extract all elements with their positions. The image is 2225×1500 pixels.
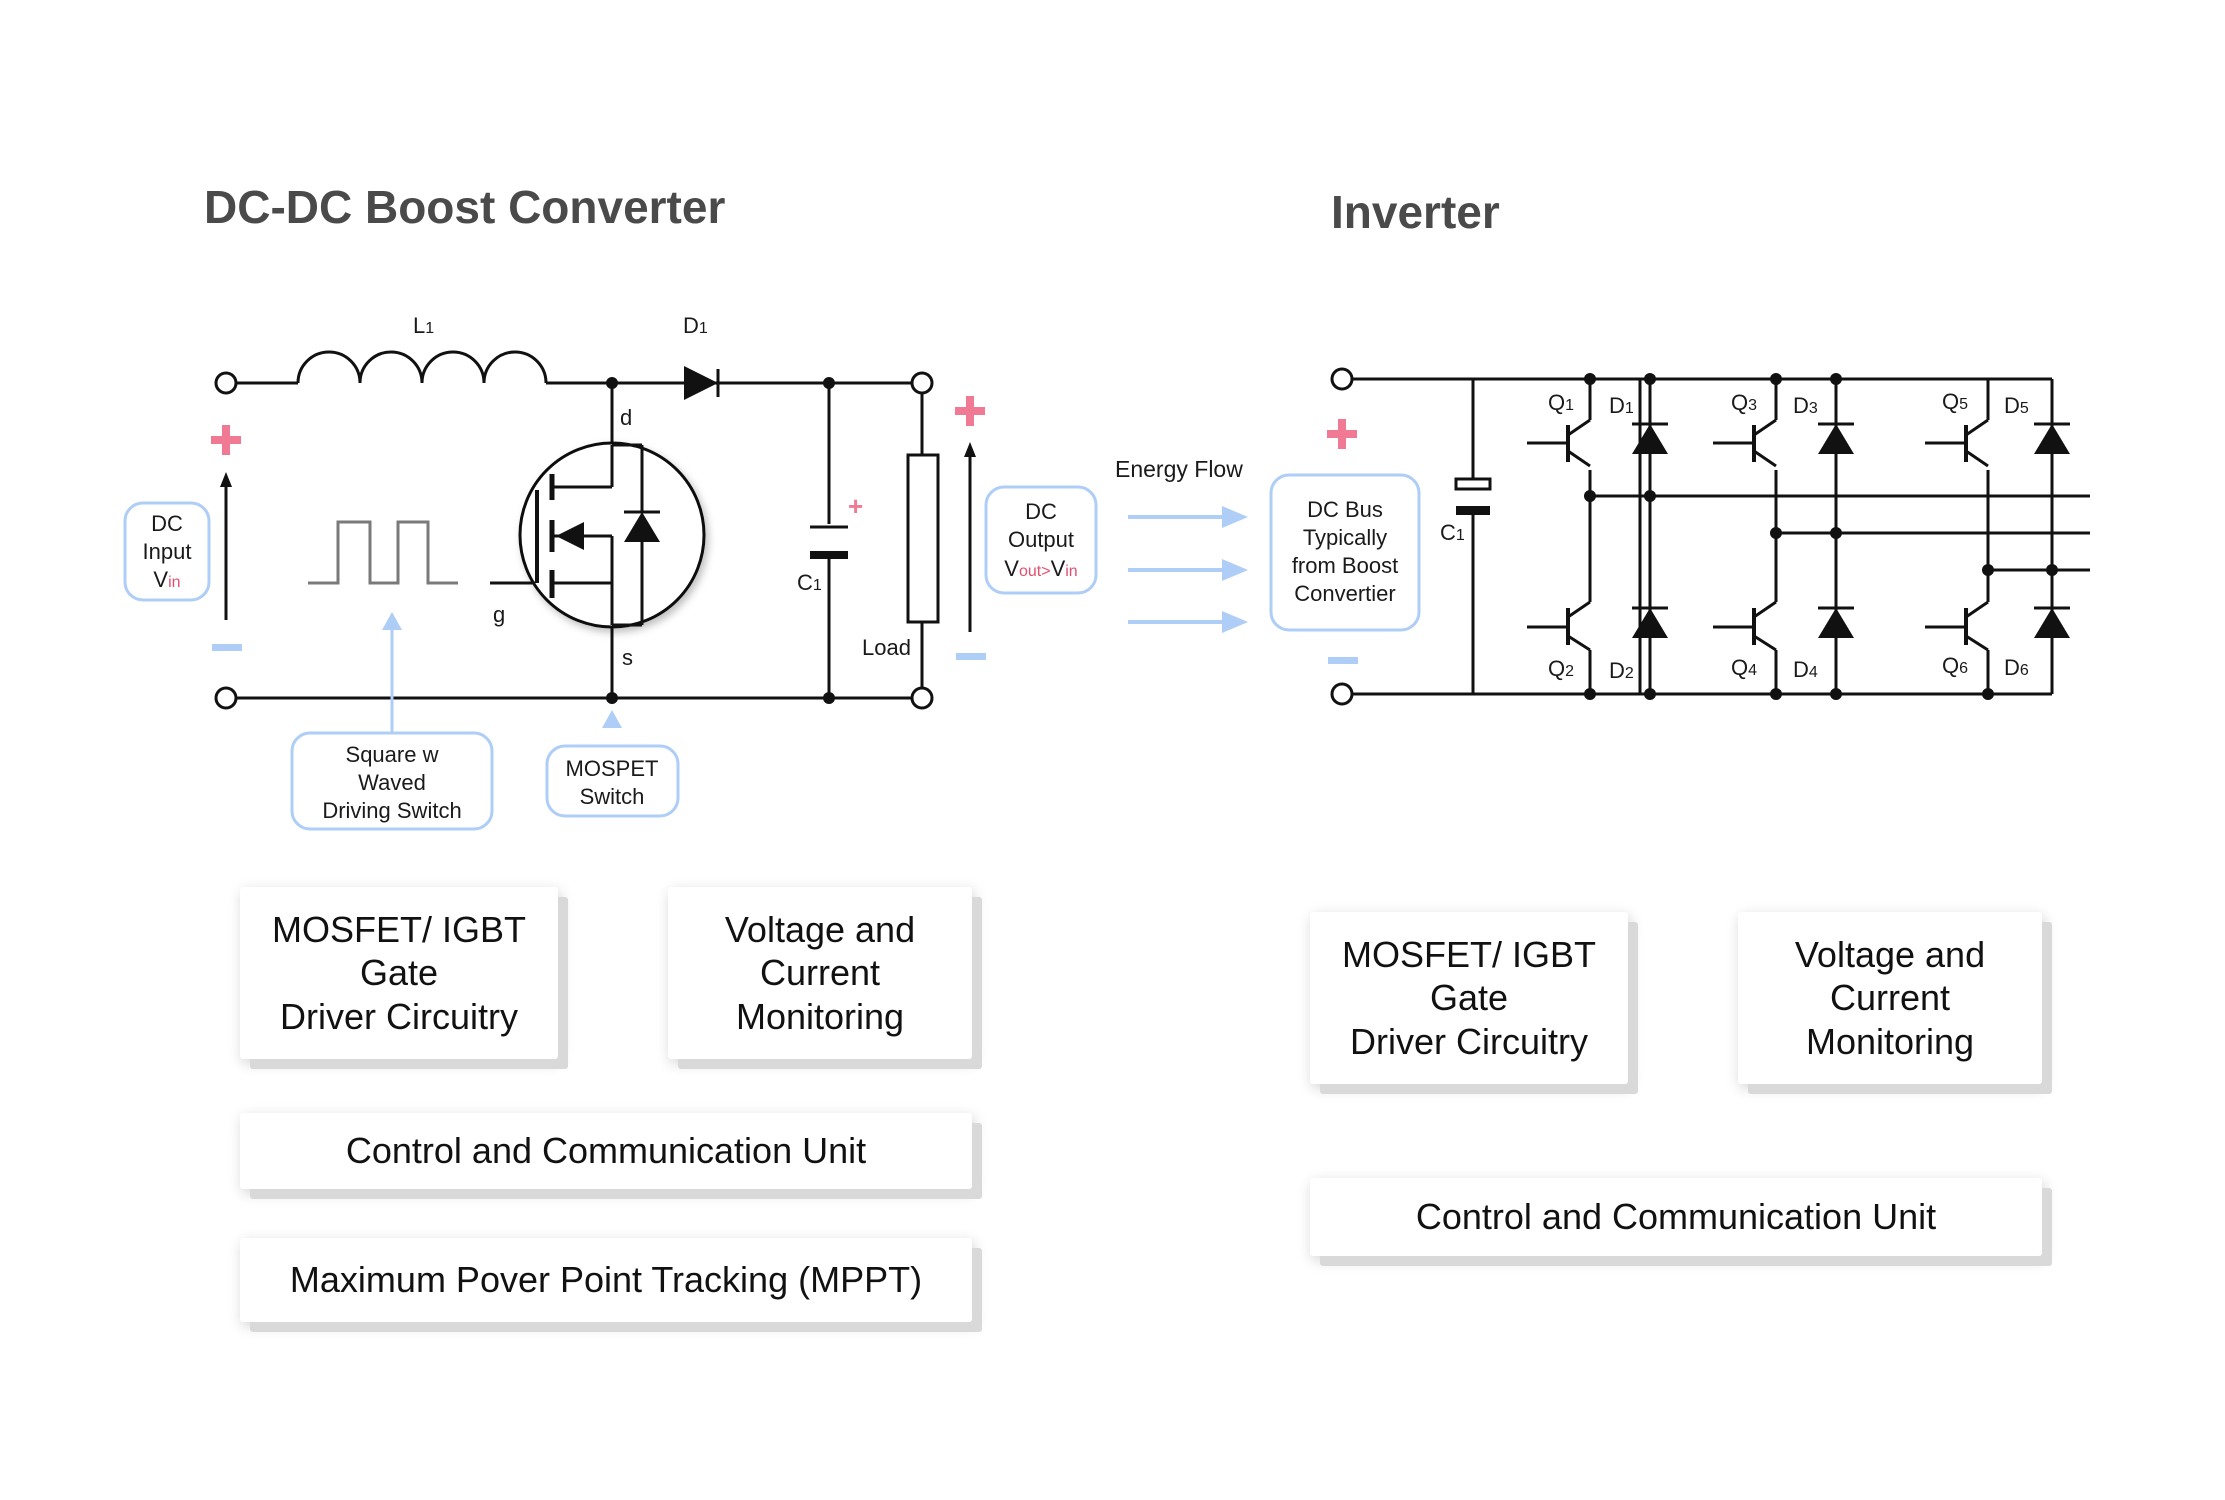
dc-output-voltage: Vout>Vin xyxy=(1004,556,1077,581)
inverter-plus-sign xyxy=(1327,419,1357,449)
boost-title: DC-DC Boost Converter xyxy=(204,181,725,233)
diode-d1-label: D1 xyxy=(683,313,708,338)
energy-flow-arrows xyxy=(1128,506,1248,633)
mosfet-pointer-head xyxy=(602,710,622,728)
mosfet-symbol xyxy=(490,441,706,629)
right-monitoring-card: Voltage and Current Monitoring xyxy=(1738,912,2042,1084)
inductor-label: L1 xyxy=(413,313,434,338)
inverter-diodes xyxy=(1632,424,2070,638)
energy-flow-label: Energy Flow xyxy=(1115,456,1243,482)
transistor-q5-label: Q5 xyxy=(1942,389,1968,414)
output-plus-sign xyxy=(955,396,985,426)
input-arrow-head xyxy=(220,472,232,487)
transistor-q2-label: Q2 xyxy=(1548,656,1574,681)
right-gate-driver-card: MOSFET/ IGBT Gate Driver Circuitry xyxy=(1310,912,1628,1084)
diode-d1-symbol xyxy=(684,366,718,400)
boost-circuit xyxy=(224,350,972,700)
square-wave-callout xyxy=(290,731,494,831)
inverter-cap-label: C1 xyxy=(1440,520,1465,545)
left-mppt-card: Maximum Pover Point Tracking (MPPT) xyxy=(240,1238,972,1322)
dc-input-line2: Input xyxy=(143,539,192,564)
dc-output-line1: DC xyxy=(1025,499,1057,524)
left-gate-driver-card: MOSFET/ IGBT Gate Driver Circuitry xyxy=(240,887,558,1059)
square-wave-line2: Waved xyxy=(358,770,426,795)
cap-plus-sign: + xyxy=(848,491,863,521)
transistor-q4-label: Q4 xyxy=(1731,655,1757,680)
dc-bus-line3: from Boost xyxy=(1292,553,1398,578)
inverter-cap-plate-top xyxy=(1454,477,1492,491)
diode-d2-label: D2 xyxy=(1609,658,1634,683)
cap-c1-label: C1 xyxy=(797,570,822,595)
junction-dot xyxy=(823,692,835,704)
dc-output-callout xyxy=(984,485,1098,595)
square-wave-line3: Driving Switch xyxy=(322,798,461,823)
transistor-q3-label: Q3 xyxy=(1731,390,1757,415)
left-control-card: Control and Communication Unit xyxy=(240,1113,972,1189)
dc-bus-line2: Typically xyxy=(1303,525,1387,550)
dc-bus-callout xyxy=(1269,473,1421,632)
transistor-q1-label: Q1 xyxy=(1548,390,1574,415)
inverter-terminal-top xyxy=(1330,367,1354,391)
load-resistor xyxy=(906,453,940,624)
diode-d1-inv-label: D1 xyxy=(1609,393,1634,418)
inverter-junction-dots xyxy=(1584,373,2058,700)
diode-d4-label: D4 xyxy=(1793,657,1818,682)
junction-dot xyxy=(606,377,618,389)
mosfet-switch-callout xyxy=(545,744,680,818)
output-terminal-top xyxy=(910,371,934,395)
transistor-q6-label: Q6 xyxy=(1942,653,1968,678)
output-arrow-head xyxy=(964,442,976,457)
input-minus-sign xyxy=(212,644,242,651)
output-minus-sign xyxy=(956,653,986,660)
dc-output-line2: Output xyxy=(1008,527,1074,552)
input-terminal-bottom xyxy=(214,686,238,710)
dc-input-voltage: Vin xyxy=(153,567,180,592)
load-label: Load xyxy=(862,635,911,660)
diode-d6-label: D6 xyxy=(2004,655,2029,680)
mosfet-switch-line2: Switch xyxy=(580,784,645,809)
output-terminal-bottom xyxy=(910,686,934,710)
input-terminal-top xyxy=(214,371,238,395)
mosfet-switch-line1: MOSPET xyxy=(566,756,659,781)
right-control-card: Control and Communication Unit xyxy=(1310,1178,2042,1256)
dc-input-callout xyxy=(123,501,211,602)
dc-bus-line4: Convertier xyxy=(1294,581,1395,606)
square-wave-pointer-head xyxy=(382,612,402,630)
mosfet-gate-label: g xyxy=(493,602,505,627)
diode-d5-label: D5 xyxy=(2004,393,2029,418)
square-wave-signal xyxy=(308,520,458,585)
square-wave-line1: Square w xyxy=(346,742,439,767)
inverter-title: Inverter xyxy=(1331,186,1500,238)
dc-input-line1: DC xyxy=(151,511,183,536)
inverter-minus-sign xyxy=(1328,657,1358,664)
junction-dot xyxy=(606,692,618,704)
inverter-terminal-bottom xyxy=(1330,682,1354,706)
input-plus-sign xyxy=(211,425,241,455)
dc-bus-line1: DC Bus xyxy=(1307,497,1383,522)
inductor-coil xyxy=(296,350,548,384)
inverter-cap-plate-bottom xyxy=(1456,506,1490,515)
left-monitoring-card: Voltage and Current Monitoring xyxy=(668,887,972,1059)
mosfet-drain-label: d xyxy=(620,405,632,430)
junction-dot xyxy=(823,377,835,389)
cap-plate-bottom xyxy=(810,551,848,559)
mosfet-source-label: s xyxy=(622,645,633,670)
diode-d3-label: D3 xyxy=(1793,393,1818,418)
